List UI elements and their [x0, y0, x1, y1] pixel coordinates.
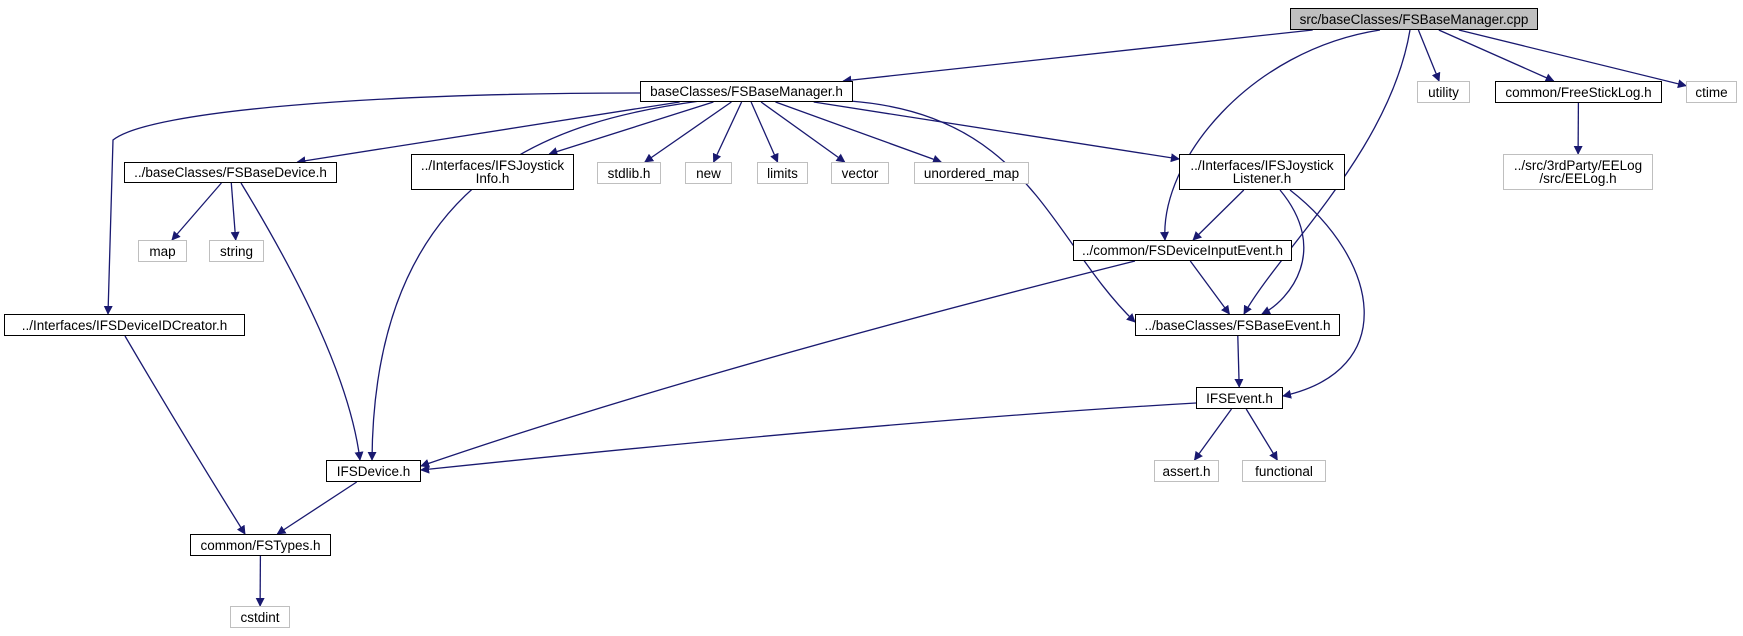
- node-vector: vector: [831, 162, 889, 184]
- edge-basedev_h-to-map: [171, 182, 222, 241]
- edge-ifsevent_h-to-ifsdevice_h: [420, 402, 1197, 474]
- node-utility: utility: [1417, 81, 1470, 103]
- edge-joylist_h-to-baseevent_h: [1261, 189, 1305, 315]
- edge-mgr_h-to-joylist_h: [813, 101, 1180, 163]
- node-ifsdevice-h[interactable]: IFSDevice.h: [326, 460, 421, 482]
- node-stdlib-h: stdlib.h: [597, 162, 661, 184]
- edge-root-to-ctime: [1458, 29, 1687, 89]
- edge-joylist_h-to-devinput_h: [1192, 189, 1245, 241]
- edge-mgr_h-to-limits: [750, 101, 779, 163]
- node-interfaces-ifsjoystick-listener-h[interactable]: ../Interfaces/IFSJoystick Listener.h: [1179, 154, 1345, 190]
- node-new: new: [685, 162, 732, 184]
- node-string: string: [209, 240, 264, 262]
- node-assert-h: assert.h: [1154, 460, 1219, 482]
- node-limits: limits: [757, 162, 808, 184]
- edge-ifsevent_h-to-functional: [1245, 408, 1278, 461]
- edge-root-to-utility: [1417, 29, 1441, 82]
- edge-mgr_h-to-vector: [760, 101, 846, 163]
- edge-ifsdevice_h-to-fstypes_h: [276, 481, 358, 535]
- node-interfaces-ifsdeviceidcreator-h[interactable]: ../Interfaces/IFSDeviceIDCreator.h: [4, 314, 245, 336]
- node-baseclasses-fsbaseevent-h[interactable]: ../baseClasses/FSBaseEvent.h: [1135, 314, 1340, 336]
- node-common-fsdeviceinputevent-h[interactable]: ../common/FSDeviceInputEvent.h: [1073, 240, 1292, 261]
- node-map: map: [138, 240, 187, 262]
- edge-root-to-mgr_h: [842, 29, 1313, 85]
- edge-mgr_h-to-stdlib: [644, 101, 732, 163]
- node-ctime: ctime: [1686, 81, 1737, 103]
- edge-mgr_h-to-baseevent_h: [849, 100, 1136, 323]
- node-baseclasses-fsbasemanager-h[interactable]: baseClasses/FSBaseManager.h: [640, 81, 853, 102]
- node-src-baseclasses-fsbasemanager-cpp[interactable]: src/baseClasses/FSBaseManager.cpp: [1290, 8, 1538, 30]
- edge-mgr_h-to-umap: [775, 101, 942, 164]
- edge-root-to-devinput_h: [1160, 29, 1381, 241]
- node-src-3rdparty-eelog-src-eelog-h: ../src/3rdParty/EELog /src/EELog.h: [1503, 154, 1653, 190]
- node-baseclasses-fsbasedevice-h[interactable]: ../baseClasses/FSBaseDevice.h: [124, 162, 337, 183]
- edge-mgr_h-to-new: [712, 101, 743, 163]
- edge-idcreator_h-to-fstypes_h: [124, 335, 246, 535]
- node-cstdint: cstdint: [230, 606, 290, 628]
- node-interfaces-ifsjoystick-info-h[interactable]: ../Interfaces/IFSJoystick Info.h: [411, 154, 574, 190]
- node-unordered-map: unordered_map: [914, 162, 1029, 184]
- node-common-freesticklog-h[interactable]: common/FreeStickLog.h: [1495, 81, 1662, 103]
- edge-root-to-baseevent_h: [1243, 29, 1411, 315]
- edge-devinput_h-to-ifsdevice_h: [420, 260, 1136, 468]
- edge-mgr_h-to-basedev_h: [296, 101, 680, 166]
- edge-devinput_h-to-baseevent_h: [1189, 260, 1230, 315]
- edge-mgr_h-to-joyinfo_h: [548, 101, 714, 156]
- edge-basedev_h-to-string: [230, 182, 240, 241]
- node-ifsevent-h[interactable]: IFSEvent.h: [1196, 387, 1283, 409]
- edge-mgr_h-to-idcreator_h: [103, 92, 641, 315]
- edge-joylist_h-to-ifsevent_h: [1282, 189, 1365, 399]
- node-functional: functional: [1242, 460, 1326, 482]
- edge-basedev_h-to-ifsdevice_h: [240, 182, 364, 461]
- edge-baseevent_h-to-ifsevent_h: [1234, 335, 1244, 388]
- edge-ifsevent_h-to-assert: [1193, 408, 1233, 461]
- node-common-fstypes-h[interactable]: common/FSTypes.h: [190, 534, 331, 556]
- edge-root-to-log_h: [1438, 29, 1555, 82]
